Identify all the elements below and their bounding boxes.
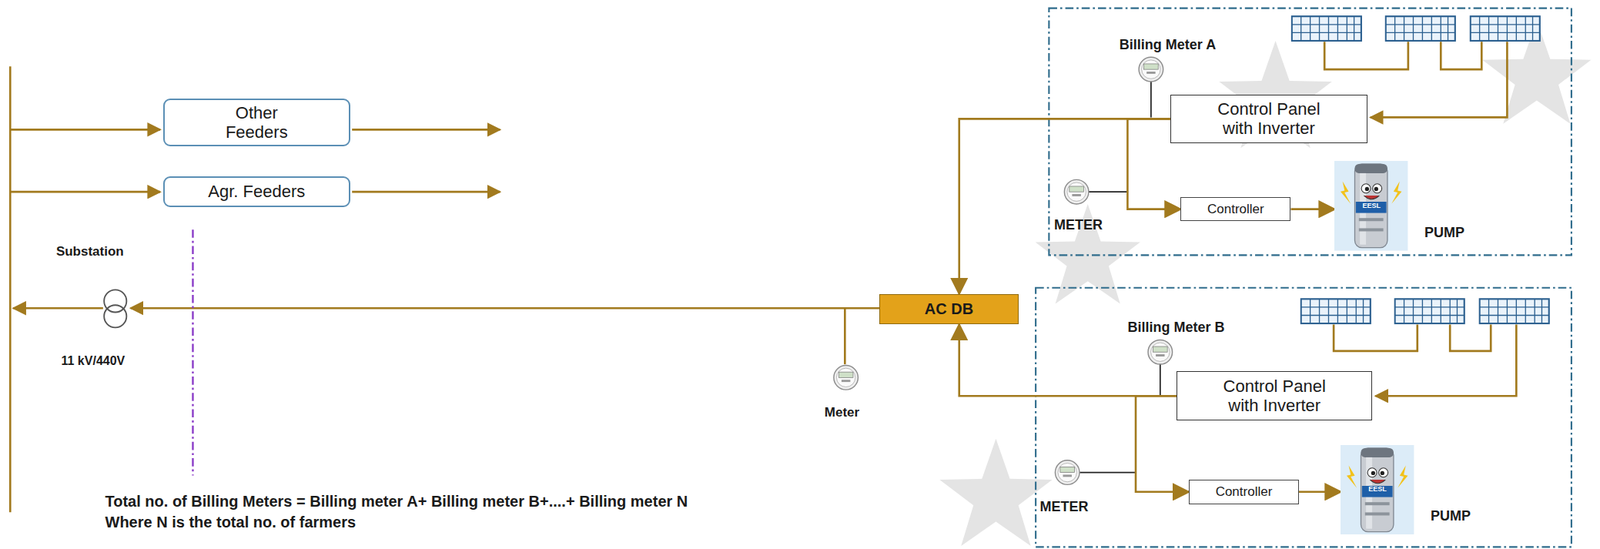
- node-label: Other Feeders: [216, 103, 298, 143]
- node-label: Control Panel with Inverter: [1211, 376, 1339, 416]
- feeder-box: Agr. Feeders: [163, 176, 351, 208]
- voltage-rating: 11 kV/440V: [61, 354, 126, 369]
- controller-box: Controller: [1188, 479, 1299, 505]
- feeder-box: Other Feeders: [163, 98, 351, 148]
- meter-label: METER: [1039, 498, 1088, 516]
- meter-label: METER: [1054, 217, 1103, 234]
- pump-unit: PUMP: [1334, 160, 1473, 252]
- node-label: Controller: [1215, 484, 1273, 500]
- power-connector: [959, 118, 1171, 294]
- node-label: Agr. Feeders: [207, 181, 305, 201]
- footnote: Where N is the total no. of farmers: [105, 513, 357, 532]
- footnote: Total no. of Billing Meters = Billing me…: [105, 492, 689, 511]
- controller-box: Controller: [1180, 197, 1291, 222]
- power-connector: [959, 324, 1177, 396]
- node-label: PUMP: [1424, 224, 1465, 242]
- control-panel: Control Panel with Inverter: [1170, 94, 1368, 144]
- logo-text: EESL: [1362, 201, 1381, 210]
- meter-label: Billing Meter A: [1119, 36, 1216, 54]
- meter-label: Billing Meter B: [1127, 319, 1225, 336]
- power-connector: [1298, 490, 1341, 493]
- substation-label: Substation: [56, 244, 124, 260]
- distribution-board: AC DB: [879, 294, 1018, 325]
- meter-label: Meter: [824, 405, 860, 421]
- pump-unit: PUMP: [1340, 445, 1479, 536]
- control-panel: Control Panel with Inverter: [1176, 371, 1373, 421]
- node-label: PUMP: [1430, 508, 1471, 525]
- logo-text: EESL: [1368, 485, 1387, 493]
- node-label: AC DB: [924, 300, 974, 318]
- power-connector: [1290, 207, 1335, 211]
- node-label: Control Panel with Inverter: [1205, 99, 1333, 139]
- node-label: Controller: [1207, 201, 1265, 218]
